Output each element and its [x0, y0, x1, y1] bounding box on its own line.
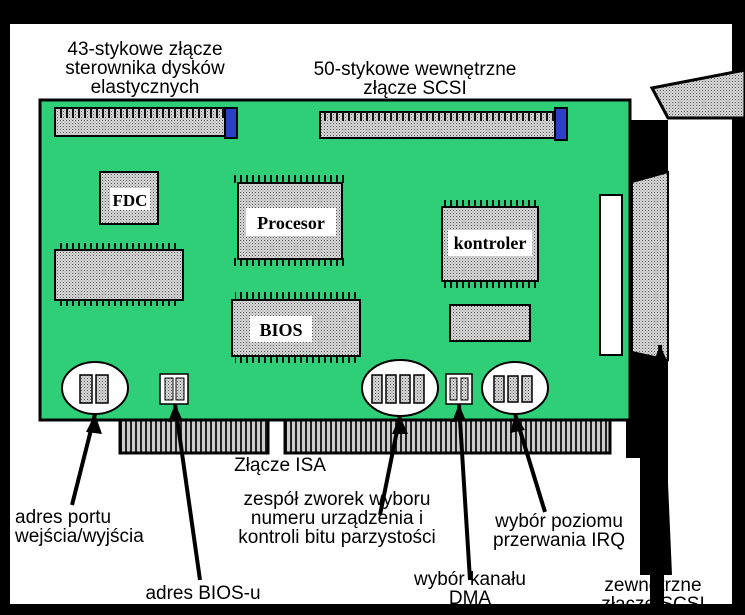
device-id-jumpers: [362, 360, 438, 416]
isa-connector-label: Złącze ISA: [210, 456, 350, 475]
memory-chip: [55, 243, 183, 306]
internal-scsi-connector: [320, 108, 567, 140]
irq-label: wybór poziomu przerwania IRQ: [484, 512, 634, 550]
fdc-chip-label: FDC: [113, 191, 148, 210]
dma-jumpers: [446, 374, 472, 404]
processor-chip-label: Procesor: [257, 213, 325, 233]
internal-scsi-label: 50-stykowe wewnętrzne złącze SCSI: [300, 60, 530, 98]
controller-chip-label: kontroler: [454, 233, 527, 253]
fdc-chip: FDC: [100, 172, 158, 224]
bios-address-label: adres BIOS-u: [118, 584, 288, 603]
isa-edge-connector: [120, 418, 610, 453]
bios-address-jumpers: [160, 374, 188, 404]
irq-jumpers: [482, 362, 548, 414]
floppy-connector-label: 43-stykowe złącze sterownika dysków elas…: [35, 40, 255, 97]
dma-label: wybór kanału DMA: [400, 570, 540, 608]
controller-chip: kontroler: [440, 200, 540, 288]
external-scsi-label: zewnętrzne złącze SCSI: [578, 576, 728, 614]
io-port-jumpers: [62, 362, 128, 414]
small-chip: [450, 305, 530, 341]
processor-chip: Procesor: [230, 175, 348, 266]
io-port-label: adres portu wejścia/wyjścia: [15, 508, 144, 546]
jumper-block-label: zespół zworek wyboru numeru urządzenia i…: [212, 490, 462, 547]
bios-chip-label: BIOS: [259, 320, 302, 340]
external-scsi-connector: [600, 172, 668, 360]
bios-chip: BIOS: [232, 292, 360, 363]
floppy-connector: [55, 108, 237, 138]
